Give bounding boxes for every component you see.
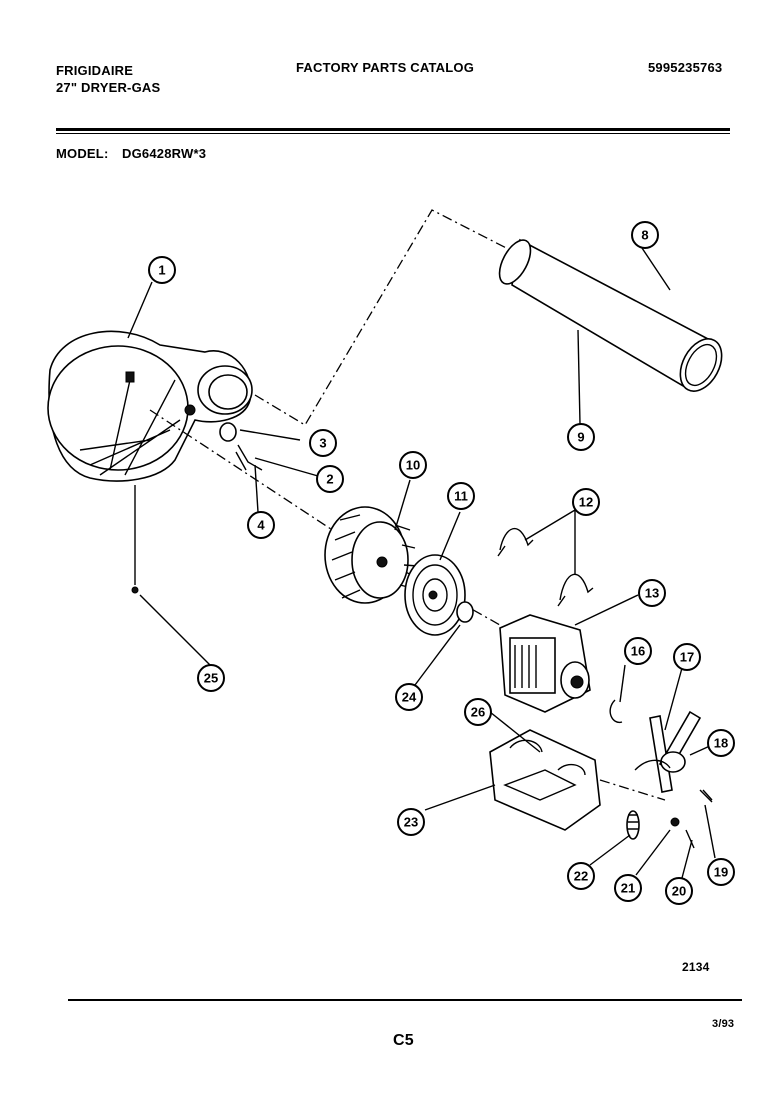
header-rule bbox=[56, 128, 730, 131]
callout-10: 10 bbox=[399, 451, 427, 479]
callout-label: 16 bbox=[631, 644, 645, 659]
callout-19: 19 bbox=[707, 858, 735, 886]
callout-4: 4 bbox=[247, 511, 275, 539]
footer-rule bbox=[68, 999, 742, 1001]
callout-label: 23 bbox=[404, 815, 418, 830]
brand-name: FRIGIDAIRE bbox=[56, 63, 134, 78]
callout-label: 1 bbox=[158, 263, 165, 278]
callout-1: 1 bbox=[148, 256, 176, 284]
callout-11: 11 bbox=[447, 482, 475, 510]
header-rule-thin bbox=[56, 133, 730, 134]
seal-plate bbox=[404, 554, 466, 636]
callout-label: 26 bbox=[471, 705, 485, 720]
assembly-line-duct bbox=[254, 209, 521, 426]
small-fasteners bbox=[184, 404, 263, 471]
callout-label: 13 bbox=[645, 586, 659, 601]
callout-label: 2 bbox=[326, 472, 333, 487]
leader-lines bbox=[127, 244, 716, 879]
callout-label: 24 bbox=[402, 690, 417, 705]
callout-20: 20 bbox=[665, 877, 693, 905]
callout-2: 2 bbox=[316, 465, 344, 493]
model-label: MODEL: bbox=[56, 146, 109, 161]
callout-label: 18 bbox=[714, 736, 728, 751]
motor-clip bbox=[609, 699, 623, 724]
callout-label: 19 bbox=[714, 865, 728, 880]
drive-motor bbox=[499, 614, 591, 713]
callout-13: 13 bbox=[638, 579, 666, 607]
catalog-number: 5995235763 bbox=[648, 60, 723, 75]
callout-label: 11 bbox=[454, 489, 468, 504]
callout-21: 21 bbox=[614, 874, 642, 902]
callout-label: 9 bbox=[577, 430, 584, 445]
date-code: 3/93 bbox=[712, 1018, 735, 1030]
model-value: DG6428RW*3 bbox=[122, 146, 207, 161]
blower-wheel bbox=[324, 506, 419, 604]
callout-26: 26 bbox=[464, 698, 492, 726]
blower-housing bbox=[47, 330, 253, 482]
callout-label: 17 bbox=[680, 650, 694, 665]
callout-24: 24 bbox=[395, 683, 423, 711]
callout-17: 17 bbox=[673, 643, 701, 671]
callout-label: 22 bbox=[574, 869, 588, 884]
callout-18: 18 bbox=[707, 729, 735, 757]
callout-label: 4 bbox=[257, 518, 265, 533]
exhaust-duct bbox=[498, 238, 723, 392]
callout-9: 9 bbox=[567, 423, 595, 451]
callout-3: 3 bbox=[309, 429, 337, 457]
assembly-line-mount bbox=[599, 779, 666, 801]
motor-clamps bbox=[497, 527, 594, 607]
idler-assembly bbox=[634, 710, 713, 803]
callout-8: 8 bbox=[631, 221, 659, 249]
callout-label: 20 bbox=[672, 884, 686, 899]
catalog-title: FACTORY PARTS CATALOG bbox=[296, 60, 475, 75]
page-code: C5 bbox=[393, 1032, 414, 1049]
washer bbox=[456, 601, 474, 623]
callout-label: 10 bbox=[406, 458, 420, 473]
callout-12: 12 bbox=[572, 488, 600, 516]
callout-16: 16 bbox=[624, 637, 652, 665]
idler-hardware bbox=[626, 789, 713, 849]
callout-25: 25 bbox=[197, 664, 225, 692]
callout-label: 25 bbox=[204, 671, 218, 686]
screw bbox=[131, 485, 139, 594]
callout-label: 8 bbox=[641, 228, 648, 243]
product-name: 27" DRYER-GAS bbox=[56, 80, 161, 95]
callout-label: 12 bbox=[579, 495, 593, 510]
callout-label: 3 bbox=[319, 436, 326, 451]
callout-22: 22 bbox=[567, 862, 595, 890]
callout-label: 21 bbox=[621, 881, 635, 896]
motor-mount bbox=[489, 729, 601, 831]
diagram-number: 2134 bbox=[682, 960, 710, 974]
callout-23: 23 bbox=[397, 808, 425, 836]
